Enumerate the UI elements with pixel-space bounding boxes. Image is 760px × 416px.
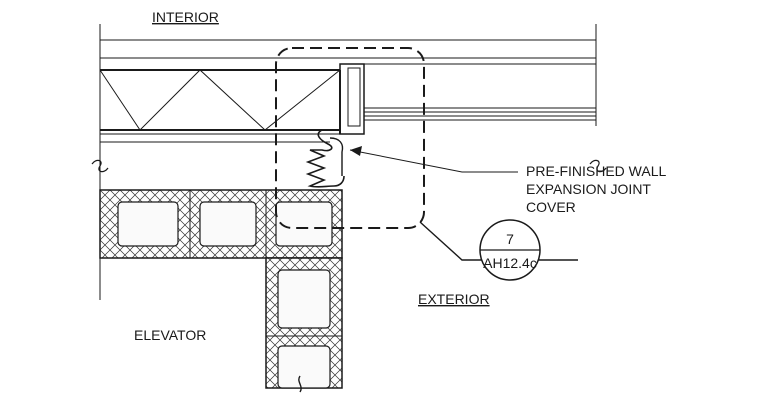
detail-boundary — [275, 47, 425, 229]
detail-number: 7 — [506, 231, 514, 247]
note-line-3: COVER — [526, 199, 576, 215]
note-leader — [349, 146, 518, 173]
interior-label: INTERIOR — [152, 9, 219, 25]
detail-sheet-reference: AH12.4c — [483, 255, 537, 271]
cmu-wall-horizontal — [99, 189, 343, 259]
elevator-label: ELEVATOR — [134, 327, 206, 343]
break-marks — [91, 159, 607, 173]
detail-callout-bubble: 7 AH12.4c — [479, 219, 541, 281]
expansion-joint-spring — [305, 129, 345, 188]
insulated-stud-wall — [99, 58, 341, 300]
window-frame — [339, 58, 597, 135]
note-line-2: EXPANSION JOINT — [526, 181, 651, 197]
detail-callout-leader — [419, 221, 578, 261]
exterior-label: EXTERIOR — [418, 291, 490, 307]
cmu-wall-vertical — [265, 257, 343, 393]
interior-wall-layers — [99, 24, 597, 59]
note-line-1: PRE-FINISHED WALL — [526, 163, 666, 179]
